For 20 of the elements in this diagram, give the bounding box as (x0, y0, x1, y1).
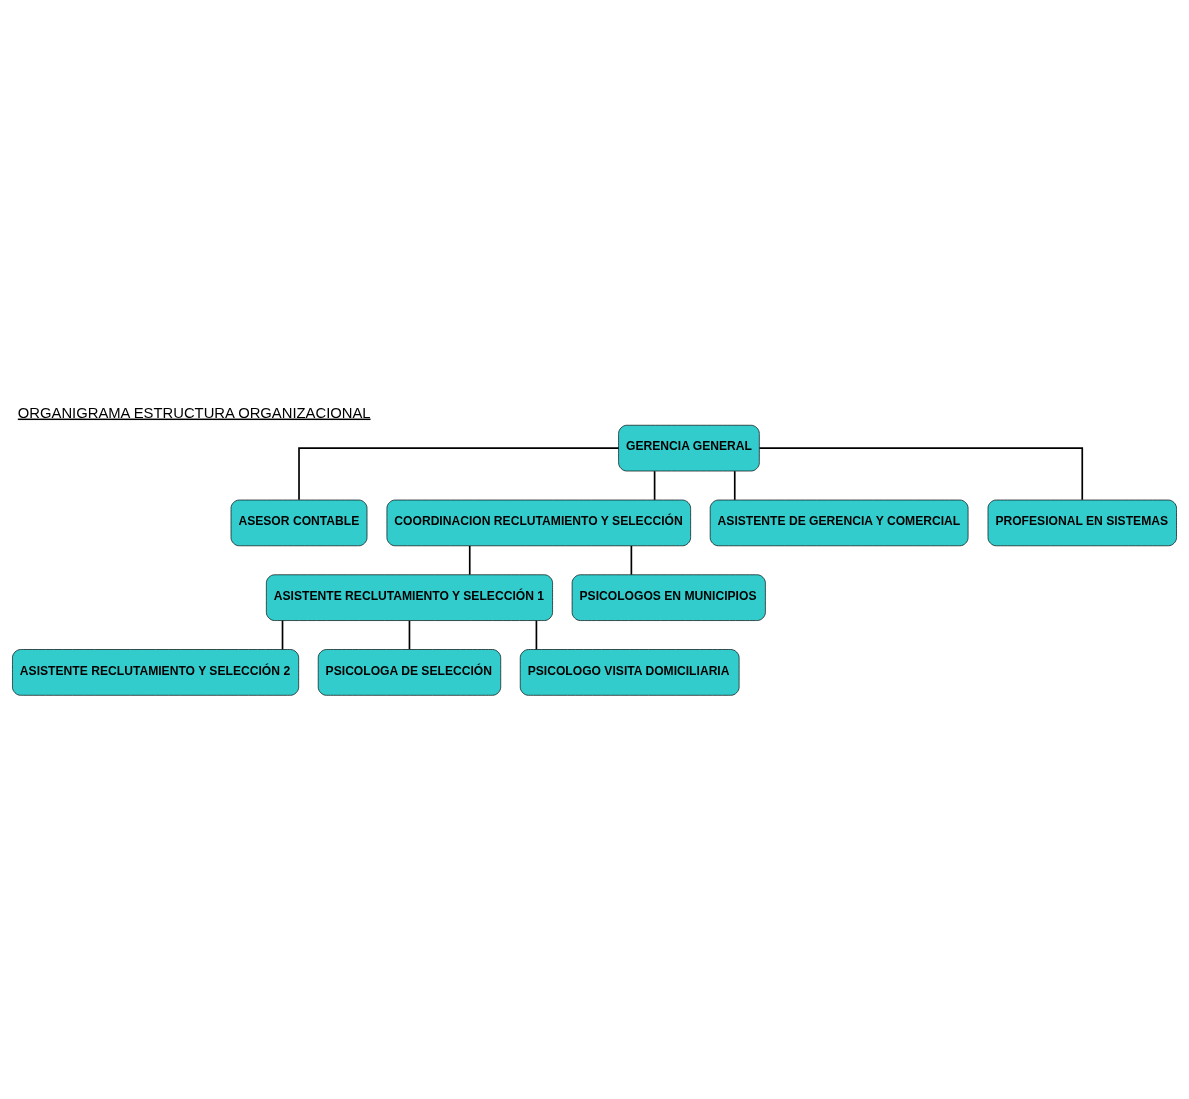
node-box: PSICOLOGO VISITA DOMICILIARIA (519, 649, 740, 696)
diagram-title: ORGANIGRAMA ESTRUCTURA ORGANIZACIONAL (17, 404, 371, 421)
node-box: ASISTENTE DE GERENCIA Y COMERCIAL (709, 499, 969, 547)
node-box: ASESOR CONTABLE (230, 499, 368, 547)
node-box: PSICOLOGOS EN MUNICIPIOS (571, 574, 766, 621)
connector (281, 619, 284, 651)
connector (535, 619, 538, 651)
connector (733, 470, 736, 501)
connector (298, 447, 620, 501)
connector (468, 545, 471, 576)
node-box: ASISTENTE RECLUTAMIENTO Y SELECCIÓN 1 (266, 574, 553, 621)
node-box: ASISTENTE RECLUTAMIENTO Y SELECCIÓN 2 (12, 649, 299, 696)
node-box: COORDINACION RECLUTAMIENTO Y SELECCIÓN (386, 499, 691, 547)
node-box: PROFESIONAL EN SISTEMAS (987, 499, 1177, 547)
node-box: PSICOLOGA DE SELECCIÓN (317, 649, 502, 696)
connector (408, 619, 411, 651)
connector (630, 545, 633, 576)
connector (758, 447, 1084, 501)
node-box: GERENCIA GENERAL (618, 424, 760, 472)
connector (653, 470, 656, 501)
